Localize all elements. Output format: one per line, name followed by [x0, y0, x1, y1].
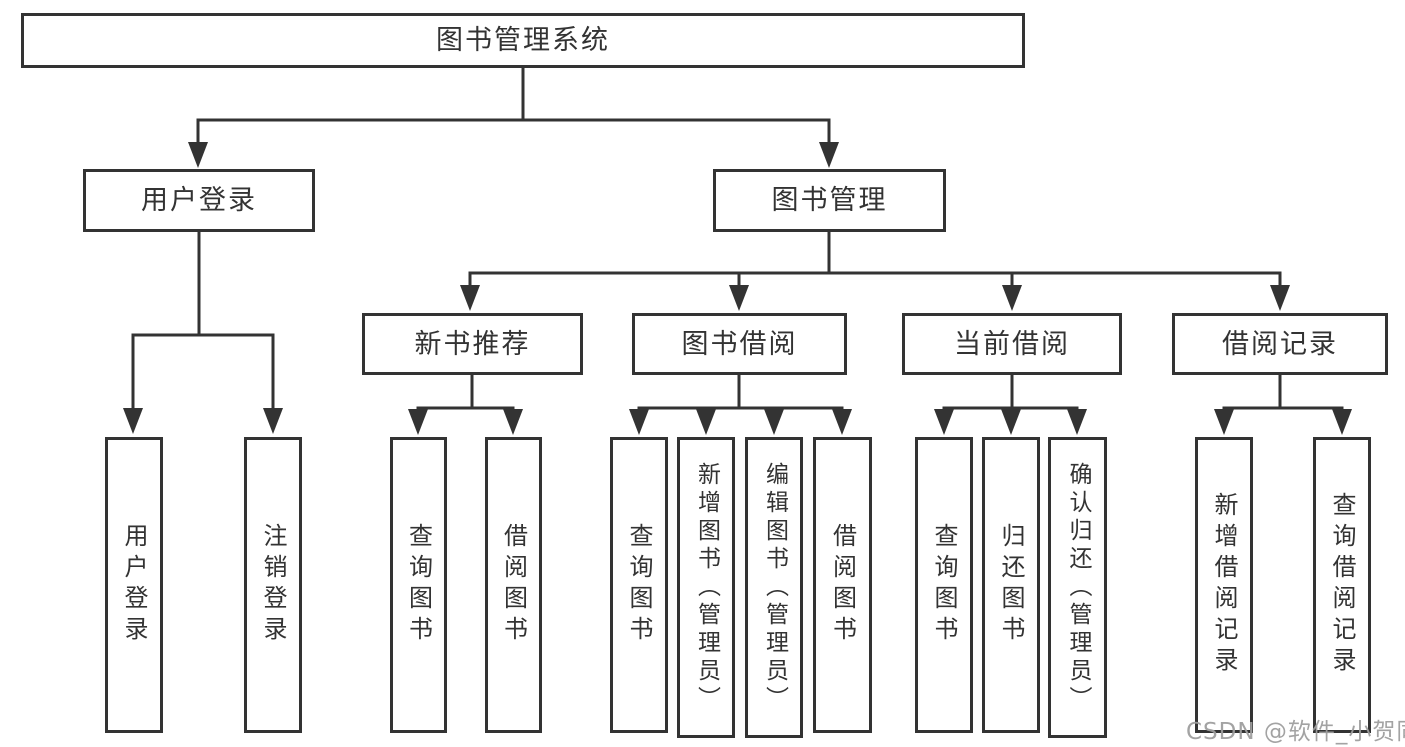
node-borrow-records: 借阅记录	[1172, 313, 1388, 375]
node-new-book-recommend: 新书推荐	[362, 313, 583, 375]
leaf-borrow-borrow-books-label: 借阅图书	[828, 523, 857, 647]
connector-book-management-branch	[468, 232, 1282, 289]
csdn-watermark: CSDN @软件_小贺同学	[1186, 719, 1405, 745]
arrowheads-book-borrow	[629, 409, 852, 435]
leaf-borrow-borrow-books: 借阅图书	[813, 437, 872, 733]
connector-current-borrow-branch	[942, 375, 1079, 413]
arrowheads-level3	[460, 285, 1290, 311]
leaf-borrow-query-books-label: 查询图书	[625, 523, 653, 647]
connector-root-to-level2	[196, 68, 831, 146]
leaf-records-query-record-label: 查询借阅记录	[1328, 492, 1356, 678]
arrowheads-borrow-records	[1214, 409, 1352, 435]
leaf-current-return-books: 归还图书	[982, 437, 1040, 733]
connector-new-book-recommend-branch	[416, 375, 515, 413]
leaf-user-login: 用户登录	[105, 437, 163, 733]
leaf-current-confirm-return-admin: 确认归还（管理员）	[1048, 437, 1107, 738]
leaf-borrow-edit-books-admin-label: 编辑图书（管理员）	[761, 461, 788, 714]
node-current-borrow: 当前借阅	[902, 313, 1122, 375]
node-user-login-group: 用户登录	[83, 169, 315, 232]
leaf-current-confirm-return-admin-label: 确认归还（管理员）	[1065, 461, 1091, 714]
node-root-label: 图书管理系统	[436, 25, 610, 56]
connector-user-login-branch	[131, 232, 275, 412]
leaf-recommend-borrow-books: 借阅图书	[485, 437, 542, 733]
leaf-user-login-label: 用户登录	[120, 523, 148, 647]
connector-borrow-records-branch	[1222, 375, 1344, 413]
leaf-borrow-query-books: 查询图书	[610, 437, 668, 733]
node-book-borrow: 图书借阅	[632, 313, 847, 375]
leaf-recommend-query-books-label: 查询图书	[404, 523, 433, 647]
leaf-borrow-add-books-admin: 新增图书（管理员）	[677, 437, 735, 738]
arrowheads-user-login-branch	[123, 408, 283, 434]
node-root-library-management-system: 图书管理系统	[21, 13, 1025, 68]
node-user-login-group-label: 用户登录	[141, 185, 257, 216]
leaf-records-add-record-label: 新增借阅记录	[1210, 492, 1238, 678]
leaf-current-query-books-label: 查询图书	[930, 523, 958, 647]
arrowheads-current-borrow	[934, 409, 1087, 435]
leaf-borrow-edit-books-admin: 编辑图书（管理员）	[745, 437, 803, 738]
arrowheads-new-book-recommend	[408, 409, 523, 435]
node-new-book-recommend-label: 新书推荐	[414, 328, 531, 360]
connector-book-borrow-branch	[637, 375, 844, 413]
arrowheads-level2	[188, 142, 839, 168]
node-borrow-records-label: 借阅记录	[1222, 328, 1338, 360]
node-book-management-group: 图书管理	[713, 169, 946, 232]
leaf-logout: 注销登录	[244, 437, 302, 733]
leaf-recommend-query-books: 查询图书	[390, 437, 447, 733]
leaf-recommend-borrow-books-label: 借阅图书	[499, 523, 528, 647]
leaf-records-query-record: 查询借阅记录	[1313, 437, 1371, 733]
leaf-borrow-add-books-admin-label: 新增图书（管理员）	[693, 461, 720, 714]
node-current-borrow-label: 当前借阅	[954, 328, 1070, 360]
leaf-records-add-record: 新增借阅记录	[1195, 437, 1253, 733]
node-book-borrow-label: 图书借阅	[681, 328, 798, 360]
leaf-logout-label: 注销登录	[259, 523, 287, 647]
node-book-management-group-label: 图书管理	[771, 185, 888, 216]
leaf-current-query-books: 查询图书	[915, 437, 973, 733]
leaf-current-return-books-label: 归还图书	[997, 523, 1025, 647]
